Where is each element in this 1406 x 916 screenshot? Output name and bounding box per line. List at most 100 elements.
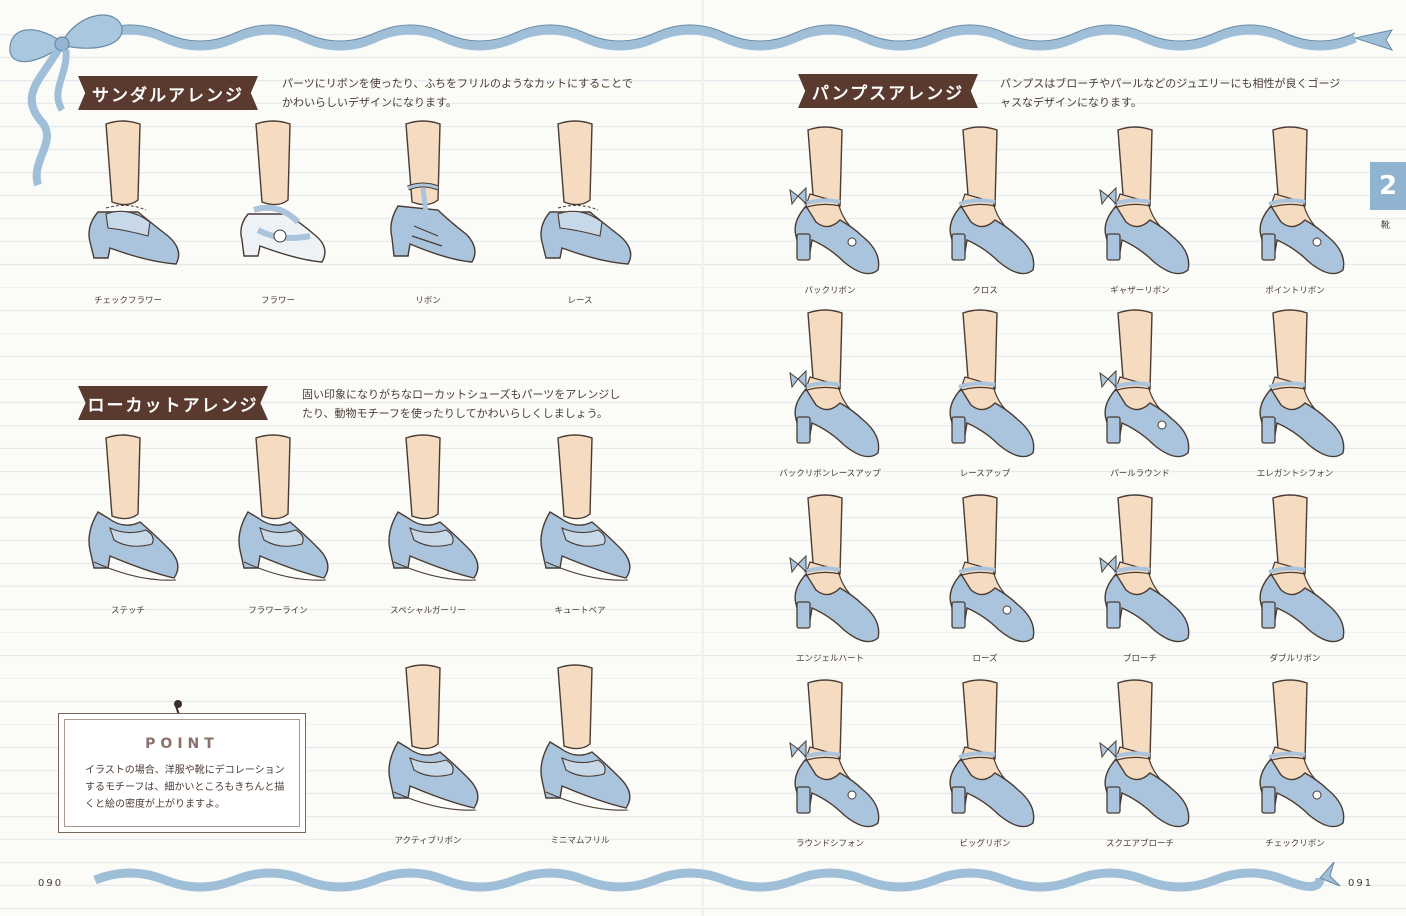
page-number-right: 091 [1348, 878, 1374, 889]
lowcut-desc-line2: たり、動物モチーフを使ったりしてかわいらしくしましょう。 [302, 407, 608, 420]
shoe-caption: ラウンドシフォン [795, 839, 864, 849]
section-title-pumps: パンプスアレンジ [798, 74, 978, 108]
shoe-illustration: レース [520, 118, 640, 306]
shoe-caption: ステッチ [110, 606, 145, 616]
shoe-drawing [1099, 679, 1190, 828]
pumps-desc-line2: ャスなデザインになります。 [1000, 96, 1142, 109]
shoe-drawing [88, 120, 180, 265]
shoe-caption: ミニマムフリル [550, 836, 610, 846]
page-gutter [702, 0, 704, 916]
section-desc-pumps: パンプスはブローチやパールなどのジュエリーにも相性が良くゴージ ャスなデザインに… [1000, 74, 1380, 112]
shoe-illustration: ミニマムフリル [520, 662, 640, 847]
shoe-drawing [540, 120, 632, 265]
shoe-illustration: バックリボンレースアップ [770, 307, 890, 492]
shoe-drawing [1259, 126, 1345, 275]
shoe-drawing [1099, 494, 1190, 643]
section-title-lowcut: ローカットアレンジ [78, 386, 268, 420]
shoe-illustration: エンジェルハート [770, 492, 890, 677]
shoe-illustration: パールラウンド [1080, 307, 1200, 492]
shoe-drawing [789, 309, 880, 458]
point-box: POINT イラストの場合、洋服や靴にデコレーション するモチーフは、細かいとこ… [58, 713, 306, 833]
shoe-drawing [540, 434, 631, 581]
pumps-desc-line1: パンプスはブローチやパールなどのジュエリーにも相性が良くゴージ [1000, 77, 1341, 90]
shoe-caption: ローズ [972, 654, 998, 664]
shoe-drawing [949, 309, 1035, 458]
shoe-caption: バックリボンレースアップ [779, 469, 881, 479]
shoe-illustration: キュートベア [520, 432, 640, 617]
section-title-sandal: サンダルアレンジ [78, 76, 258, 110]
chapter-tab[interactable]: 2 [1370, 162, 1406, 210]
lowcut-desc-line1: 固い印象になりがちなローカットシューズもパーツをアレンジし [302, 388, 621, 401]
shoe-illustration: ポイントリボン [1235, 124, 1355, 309]
shoe-caption: レース [567, 296, 593, 306]
shoe-illustration: スペシャルガーリー [368, 432, 488, 617]
point-line: するモチーフは、細かいところもきちんと描 [85, 782, 285, 793]
shoe-caption: フラワーライン [248, 606, 308, 616]
shoe-caption: ビッグリボン [959, 839, 1011, 849]
section-desc-sandal: パーツにリボンを使ったり、ふちをフリルのようなカットにすることで かわいらしいデ… [282, 74, 662, 112]
shoe-illustration: チェックフラワー [68, 118, 188, 306]
shoe-drawing [949, 494, 1035, 643]
shoe-illustration: レースアップ [925, 307, 1045, 492]
shoe-drawing [1259, 494, 1345, 643]
point-title: POINT [145, 736, 219, 752]
shoe-caption: フラワー [260, 296, 295, 306]
shoe-drawing [1099, 309, 1190, 458]
shoe-drawing [789, 126, 880, 275]
shoe-illustration: バックリボン [770, 124, 890, 309]
shoe-caption: リボン [415, 296, 441, 306]
shoe-drawing [1259, 679, 1345, 828]
shoe-illustration: ラウンドシフォン [770, 677, 890, 862]
shoe-caption: エンジェルハート [795, 654, 864, 664]
shoe-caption: パールラウンド [1110, 469, 1170, 479]
shoe-illustration: エレガントシフォン [1235, 307, 1355, 492]
page-number-left: 090 [38, 878, 64, 889]
shoe-drawing [388, 434, 479, 581]
shoe-caption: キュートベア [554, 606, 606, 616]
shoe-caption: ギャザーリボン [1110, 286, 1170, 296]
shoe-caption: レースアップ [959, 469, 1011, 479]
point-line: イラストの場合、洋服や靴にデコレーション [85, 765, 285, 776]
sandal-desc-line2: かわいらしいデザインになります。 [282, 96, 457, 109]
shoe-caption: クロス [972, 286, 998, 296]
shoe-illustration: ビッグリボン [925, 677, 1045, 862]
shoe-drawing [540, 664, 631, 811]
point-line: くと絵の密度が上がりますよ。 [85, 799, 225, 810]
shoe-drawing [388, 664, 479, 811]
shoe-illustration: クロス [925, 124, 1045, 309]
pin-icon [174, 700, 182, 708]
shoe-drawing [789, 679, 880, 828]
shoe-drawing [789, 494, 880, 643]
shoe-caption: ブローチ [1122, 654, 1157, 664]
shoe-drawing [238, 434, 329, 581]
shoe-drawing [1099, 126, 1190, 275]
shoe-illustration: ブローチ [1080, 492, 1200, 677]
shoe-caption: ダブルリボン [1269, 654, 1321, 664]
section-desc-lowcut: 固い印象になりがちなローカットシューズもパーツをアレンジし たり、動物モチーフを… [302, 385, 662, 423]
shoe-drawing [949, 126, 1035, 275]
shoe-caption: バックリボン [804, 286, 856, 296]
sandal-desc-line1: パーツにリボンを使ったり、ふちをフリルのようなカットにすることで [282, 77, 633, 90]
shoe-illustration: ダブルリボン [1235, 492, 1355, 677]
shoe-caption: アクティブリボン [394, 836, 462, 846]
shoe-drawing [240, 120, 326, 263]
shoe-caption: エレガントシフォン [1256, 469, 1334, 479]
shoe-illustration: ギャザーリボン [1080, 124, 1200, 309]
shoe-drawing [390, 120, 476, 263]
shoe-illustration: アクティブリボン [368, 662, 488, 847]
shoe-drawing [1259, 309, 1345, 458]
chapter-label: 靴 [1381, 221, 1391, 231]
shoe-caption: スクエアブローチ [1105, 839, 1174, 849]
shoe-drawing [88, 434, 179, 581]
shoe-illustration: チェックリボン [1235, 677, 1355, 862]
shoe-caption: スペシャルガーリー [390, 606, 466, 616]
shoe-illustration: スクエアブローチ [1080, 677, 1200, 862]
shoe-illustration: フラワー [218, 118, 338, 306]
shoe-caption: チェックフラワー [93, 296, 162, 306]
shoe-drawing [949, 679, 1035, 828]
shoe-illustration: ローズ [925, 492, 1045, 677]
shoe-illustration: フラワーライン [218, 432, 338, 617]
shoe-caption: ポイントリボン [1265, 286, 1325, 296]
shoe-illustration: ステッチ [68, 432, 188, 617]
point-text: イラストの場合、洋服や靴にデコレーション するモチーフは、細かいところもきちんと… [85, 762, 290, 813]
